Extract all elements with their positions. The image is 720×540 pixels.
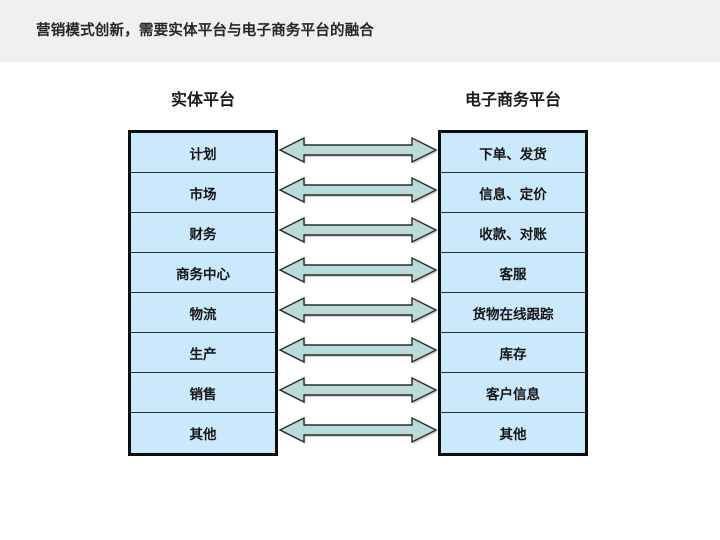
table-row: 财务 [131, 213, 275, 253]
table-row-label: 计划 [189, 146, 217, 163]
connector-arrow-row [278, 290, 438, 330]
left-column-caption: 实体平台 [170, 90, 235, 109]
table-row: 其他 [441, 413, 585, 453]
double-headed-arrow-icon [278, 296, 438, 324]
right-platform-table: 下单、发货信息、定价收款、对账客服货物在线跟踪库存客户信息其他 [438, 130, 588, 456]
table-row: 库存 [441, 333, 585, 373]
table-row: 其他 [131, 413, 275, 453]
table-row: 计划 [131, 133, 275, 173]
connector-arrow-row [278, 370, 438, 410]
connector-arrow-row [278, 210, 438, 250]
table-row-label: 商务中心 [176, 266, 230, 283]
table-row-label: 其他 [499, 427, 527, 443]
double-headed-arrow-icon [278, 416, 438, 444]
table-row-label: 其他 [189, 427, 217, 443]
double-headed-arrow-icon [278, 376, 438, 404]
table-row: 商务中心 [131, 253, 275, 293]
connector-arrow-band [278, 130, 438, 450]
connector-arrow-row [278, 330, 438, 370]
table-row-label: 销售 [189, 386, 217, 403]
table-row: 客服 [441, 253, 585, 293]
double-headed-arrow-icon [278, 216, 438, 244]
table-row-label: 下单、发货 [479, 146, 547, 163]
connector-arrow-row [278, 130, 438, 170]
left-platform-table: 计划市场财务商务中心物流生产销售其他 [128, 130, 278, 456]
table-row: 下单、发货 [441, 133, 585, 173]
table-row: 物流 [131, 293, 275, 333]
table-row: 销售 [131, 373, 275, 413]
table-row: 客户信息 [441, 373, 585, 413]
table-row-label: 物流 [189, 306, 217, 323]
table-row: 市场 [131, 173, 275, 213]
table-row-label: 收款、对账 [479, 226, 547, 243]
table-row-label: 客户信息 [486, 386, 540, 403]
table-row: 收款、对账 [441, 213, 585, 253]
double-headed-arrow-icon [278, 176, 438, 204]
header-band: 营销模式创新，需要实体平台与电子商务平台的融合 [0, 0, 720, 62]
connector-arrow-row [278, 410, 438, 450]
page-title: 营销模式创新，需要实体平台与电子商务平台的融合 [36, 23, 375, 39]
double-headed-arrow-icon [278, 336, 438, 364]
table-row: 货物在线跟踪 [441, 293, 585, 333]
table-row-label: 市场 [189, 186, 217, 203]
connector-arrow-row [278, 250, 438, 290]
double-headed-arrow-icon [278, 136, 438, 164]
connector-arrow-row [278, 170, 438, 210]
double-headed-arrow-icon [278, 256, 438, 284]
table-row-label: 库存 [499, 346, 527, 363]
table-row-label: 生产 [189, 346, 217, 363]
table-row-label: 客服 [499, 266, 527, 283]
table-row-label: 货物在线跟踪 [472, 306, 554, 323]
right-column-caption: 电子商务平台 [464, 90, 561, 109]
table-row-label: 财务 [189, 226, 217, 243]
table-row-label: 信息、定价 [479, 186, 547, 203]
table-row: 信息、定价 [441, 173, 585, 213]
table-row: 生产 [131, 333, 275, 373]
